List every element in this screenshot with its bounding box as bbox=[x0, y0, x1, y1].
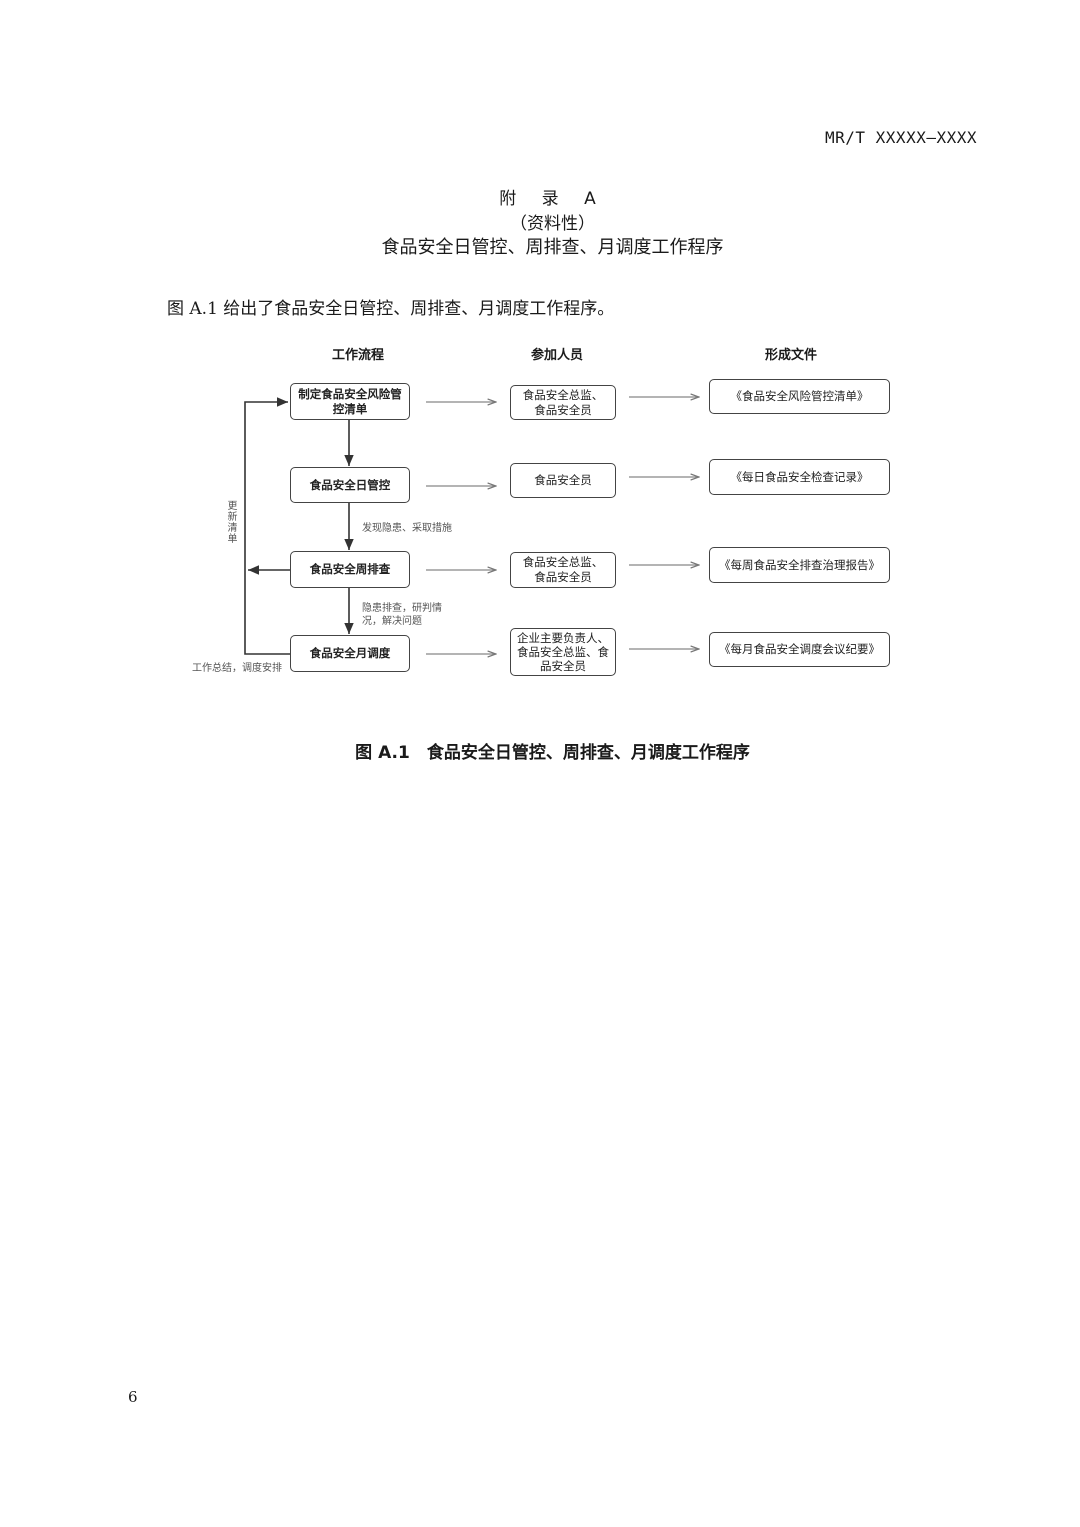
people-box-2: 食品安全员 bbox=[510, 463, 616, 498]
process-box-risk-list: 制定食品安全风险管控清单 bbox=[290, 383, 410, 420]
document-code: MR/T XXXXX—XXXX bbox=[825, 128, 977, 147]
people-box-1: 食品安全总监、食品安全员 bbox=[510, 385, 616, 420]
process-box-weekly: 食品安全周排查 bbox=[290, 551, 410, 588]
intro-paragraph: 图 A.1 给出了食品安全日管控、周排查、月调度工作程序。 bbox=[167, 299, 615, 319]
figure-caption: 图 A.1 食品安全日管控、周排查、月调度工作程序 bbox=[355, 743, 750, 763]
monthly-note: 工作总结，调度安排 bbox=[192, 663, 282, 674]
column-header-people: 参加人员 bbox=[530, 348, 584, 363]
document-box-2: 《每日食品安全检查记录》 bbox=[709, 459, 890, 495]
loop-line bbox=[244, 397, 290, 655]
document-box-1: 《食品安全风险管控清单》 bbox=[709, 379, 890, 414]
appendix-title: 食品安全日管控、周排查、月调度工作程序 bbox=[381, 237, 724, 258]
page-number: 6 bbox=[128, 1388, 138, 1406]
document-box-4: 《每月食品安全调度会议纪要》 bbox=[709, 632, 890, 667]
transition-label-1: 发现隐患、采取措施 bbox=[362, 523, 452, 534]
column-header-process: 工作流程 bbox=[331, 348, 385, 363]
column-header-documents: 形成文件 bbox=[764, 348, 818, 363]
people-box-3: 食品安全总监、食品安全员 bbox=[510, 552, 616, 588]
transition-label-2: 隐患排查，研判情况，解决问题 bbox=[362, 603, 442, 627]
people-box-4: 企业主要负责人、食品安全总监、食品安全员 bbox=[510, 628, 616, 676]
document-box-3: 《每周食品安全排查治理报告》 bbox=[709, 547, 890, 583]
process-box-daily: 食品安全日管控 bbox=[290, 467, 410, 503]
appendix-label: 附 录 A bbox=[499, 189, 606, 209]
loop-label: 更新清单 bbox=[225, 500, 236, 544]
appendix-nature: （资料性） bbox=[510, 214, 595, 234]
process-box-monthly: 食品安全月调度 bbox=[290, 635, 410, 672]
